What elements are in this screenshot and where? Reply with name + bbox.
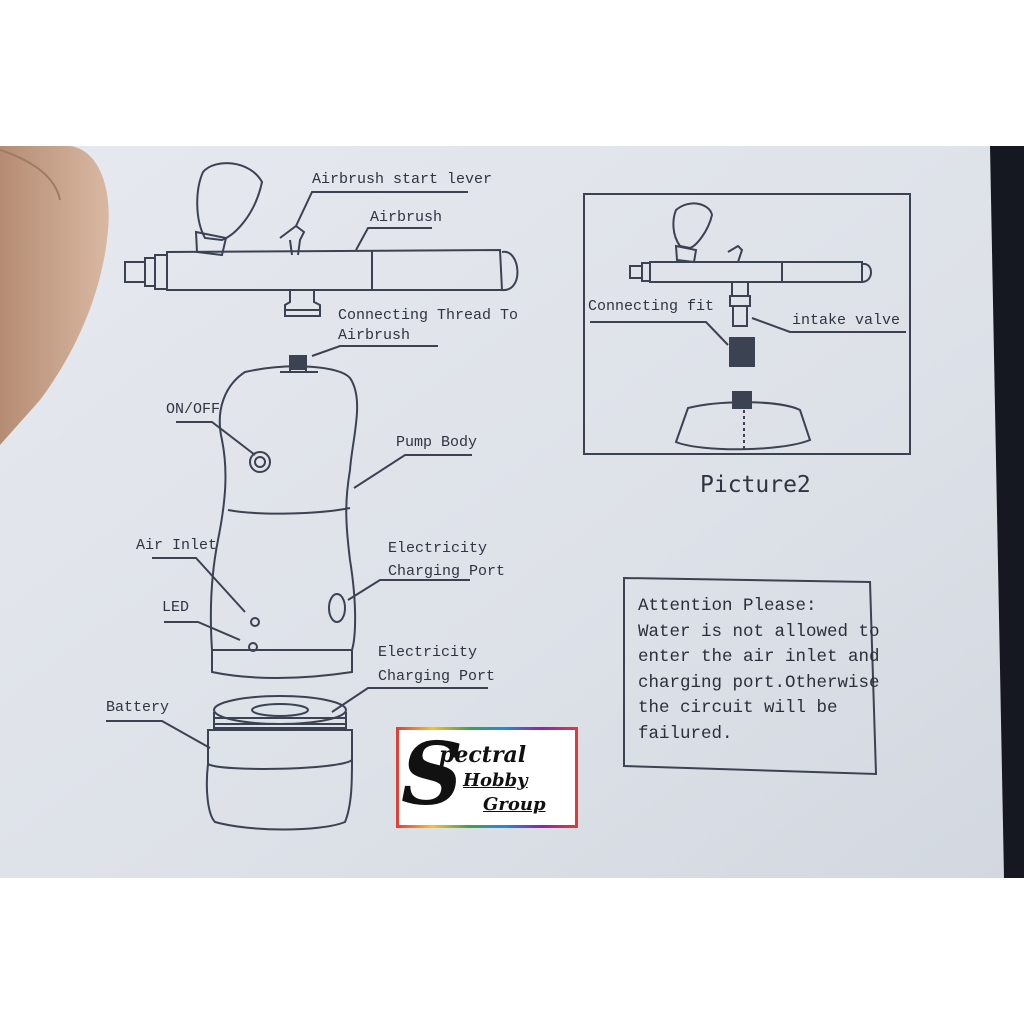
attention-line-1: Attention Please:	[638, 596, 817, 616]
label-charging-port-1a: Electricity	[388, 540, 488, 557]
label-battery: Battery	[106, 699, 170, 716]
hand-thumb	[0, 146, 109, 445]
label-charging-port-2b: Charging Port	[378, 668, 496, 685]
battery-illustration	[205, 695, 353, 831]
picture2-frame	[583, 193, 911, 455]
picture2-illustration	[629, 202, 872, 451]
label-charging-port-1b: Charging Port	[388, 563, 506, 580]
label-connecting-thread-2: Airbrush	[338, 327, 411, 344]
attention-frame	[623, 576, 878, 776]
label-connecting-fit: Connecting fit	[588, 298, 715, 315]
logo-line-3: Group	[483, 794, 546, 815]
attention-note: Attention Please: Water is not allowed t…	[638, 594, 880, 748]
label-air-inlet: Air Inlet	[136, 537, 218, 554]
label-charging-port-2a: Electricity	[378, 644, 478, 661]
spectral-hobby-group-logo: S pectral Hobby Group	[396, 724, 578, 828]
attention-line-5: the circuit will be	[638, 698, 838, 719]
label-pump-body: Pump Body	[396, 434, 478, 451]
label-picture2: Picture2	[700, 472, 811, 498]
airbrush-illustration	[124, 162, 519, 317]
pump-body-illustration	[209, 355, 359, 679]
logo-line-2: Hobby	[463, 770, 528, 791]
paper-sheet	[0, 146, 1004, 878]
label-airbrush: Airbrush	[370, 209, 443, 226]
label-on-off: ON/OFF	[166, 401, 221, 418]
label-intake-valve: intake valve	[792, 312, 901, 329]
attention-line-6: failured.	[638, 723, 733, 744]
logo-line-1: pectral	[439, 742, 527, 768]
label-connecting-thread-1: Connecting Thread To	[338, 307, 519, 324]
attention-line-2: Water is not allowed to	[638, 621, 880, 642]
label-led: LED	[162, 599, 190, 616]
logo-initial: S	[401, 724, 464, 825]
label-start-lever: Airbrush start lever	[312, 171, 493, 188]
attention-line-3: enter the air inlet and	[638, 647, 880, 668]
attention-line-4: charging port.Otherwise	[638, 672, 880, 693]
